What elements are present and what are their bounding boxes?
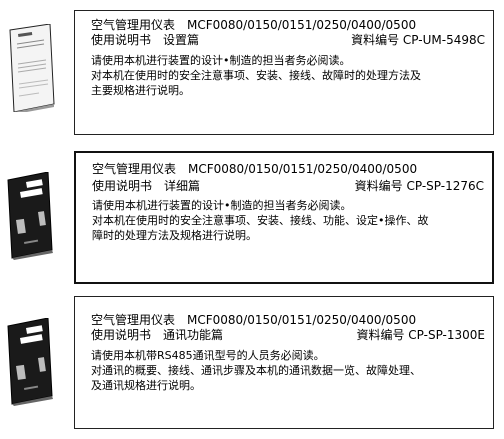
- doc-number: 資料编号 CP-UM-5498C: [351, 33, 485, 47]
- manual-cover-communication: [4, 318, 56, 406]
- doc-number: 資料编号 CP-SP-1300E: [356, 328, 485, 342]
- description-line: 对通讯的概要、接线、通讯步骤及本机的通讯数据一览、故障处理、: [91, 364, 421, 377]
- manual-cover-light-icon: [9, 24, 55, 112]
- manual-title: 空气管理用仪表 MCF0080/0150/0151/0250/0400/0500: [92, 162, 418, 176]
- manual-subtitle: 使用说明书 设置篇: [91, 33, 200, 47]
- manual-description: 请使用本机进行装置的设计•制造的担当者务必阅读。 对本机在使用时的安全注意事项、…: [91, 53, 485, 98]
- description-line: 主要规格进行说明。: [91, 84, 190, 97]
- description-line: 请使用本机进行装置的设计•制造的担当者务必阅读。: [92, 199, 352, 212]
- description-line: 请使用本机进行装置的设计•制造的担当者务必阅读。: [91, 54, 351, 67]
- manual-entry-detail: 空气管理用仪表 MCF0080/0150/0151/0250/0400/0500…: [74, 151, 494, 284]
- manual-entry-communication: 空气管理用仪表 MCF0080/0150/0151/0250/0400/0500…: [74, 296, 494, 429]
- manual-subtitle: 使用说明书 通讯功能篇: [91, 328, 224, 342]
- manual-entry-setup: 空气管理用仪表 MCF0080/0150/0151/0250/0400/0500…: [74, 10, 494, 135]
- description-line: 对本机在使用时的安全注意事项、安装、接线、故障时的处理方法及: [91, 69, 421, 82]
- doc-number: 資料编号 CP-SP-1276C: [354, 179, 484, 193]
- manual-description: 请使用本机带RS485通讯型号的人员务必阅读。 对通讯的概要、接线、通讯步骤及本…: [91, 348, 485, 393]
- description-line: 对本机在使用时的安全注意事项、安装、接线、功能、设定•操作、故: [92, 214, 429, 227]
- description-line: 障时的处理方法及规格进行说明。: [92, 229, 257, 242]
- manual-title: 空气管理用仪表 MCF0080/0150/0151/0250/0400/0500: [91, 313, 417, 327]
- description-line: 请使用本机带RS485通讯型号的人员务必阅读。: [91, 349, 325, 362]
- manual-cover-detail: [4, 172, 56, 260]
- description-line: 及通讯规格进行说明。: [91, 379, 201, 392]
- manual-cover-setup: [4, 24, 56, 112]
- manual-description: 请使用本机进行装置的设计•制造的担当者务必阅读。 对本机在使用时的安全注意事项、…: [92, 198, 484, 243]
- manual-title: 空气管理用仪表 MCF0080/0150/0151/0250/0400/0500: [91, 18, 417, 32]
- manual-subtitle: 使用说明书 详细篇: [92, 179, 201, 193]
- manual-cover-dark-icon: [7, 318, 53, 406]
- manual-cover-dark-icon: [7, 172, 53, 260]
